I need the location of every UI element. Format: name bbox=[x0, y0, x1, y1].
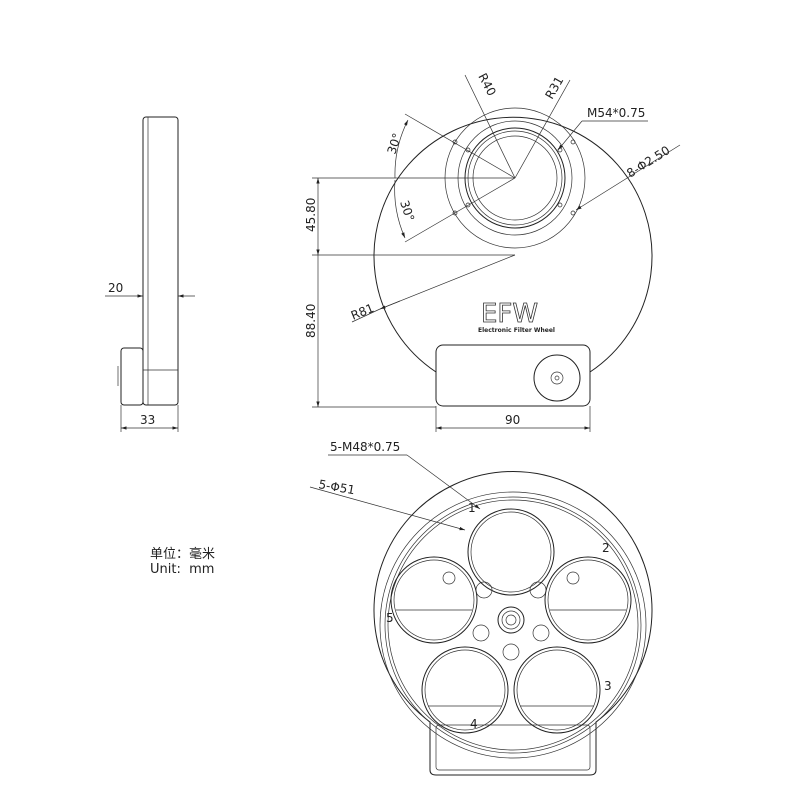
angle-top-label: 30° bbox=[385, 131, 405, 156]
holes-label: 8-Φ2.50 bbox=[624, 143, 672, 180]
height-lower-label: 88.40 bbox=[304, 304, 318, 338]
slot-number-1: 1 bbox=[468, 501, 476, 515]
filter-slots bbox=[390, 508, 632, 734]
wheel-view: 1 2 3 4 5 5-M48*0.75 5-Φ51 bbox=[309, 440, 653, 776]
height-upper-label: 45.80 bbox=[304, 198, 318, 232]
units-chinese: 单位：毫米 bbox=[150, 547, 216, 562]
front-thread-label: M54*0.75 bbox=[587, 106, 645, 120]
slot-number-4: 4 bbox=[470, 717, 478, 731]
units-english: Unit: mm bbox=[150, 562, 215, 577]
wheel-diameter-label: 5-Φ51 bbox=[317, 477, 356, 497]
side-thickness-label: 20 bbox=[108, 281, 123, 295]
side-depth-label: 33 bbox=[140, 413, 155, 427]
r31-label: R31 bbox=[542, 74, 566, 101]
radius-label: R81 bbox=[349, 301, 376, 323]
logo-subtitle: Electronic Filter Wheel bbox=[478, 327, 555, 334]
angle-bottom-label: 30° bbox=[397, 199, 417, 224]
wheel-thread-label: 5-M48*0.75 bbox=[330, 440, 400, 454]
knob-icon bbox=[533, 354, 581, 402]
r40-label: R40 bbox=[475, 71, 498, 98]
side-view: 20 33 bbox=[105, 116, 195, 432]
logo-text: EFW bbox=[481, 299, 538, 329]
slot-number-3: 3 bbox=[604, 679, 612, 693]
width-label: 90 bbox=[505, 413, 520, 427]
slot-number-2: 2 bbox=[602, 541, 610, 555]
slot-number-5: 5 bbox=[386, 611, 394, 625]
front-view: 30° 30° R40 R31 M54*0.75 8-Φ2.50 45.80 8… bbox=[304, 71, 681, 432]
